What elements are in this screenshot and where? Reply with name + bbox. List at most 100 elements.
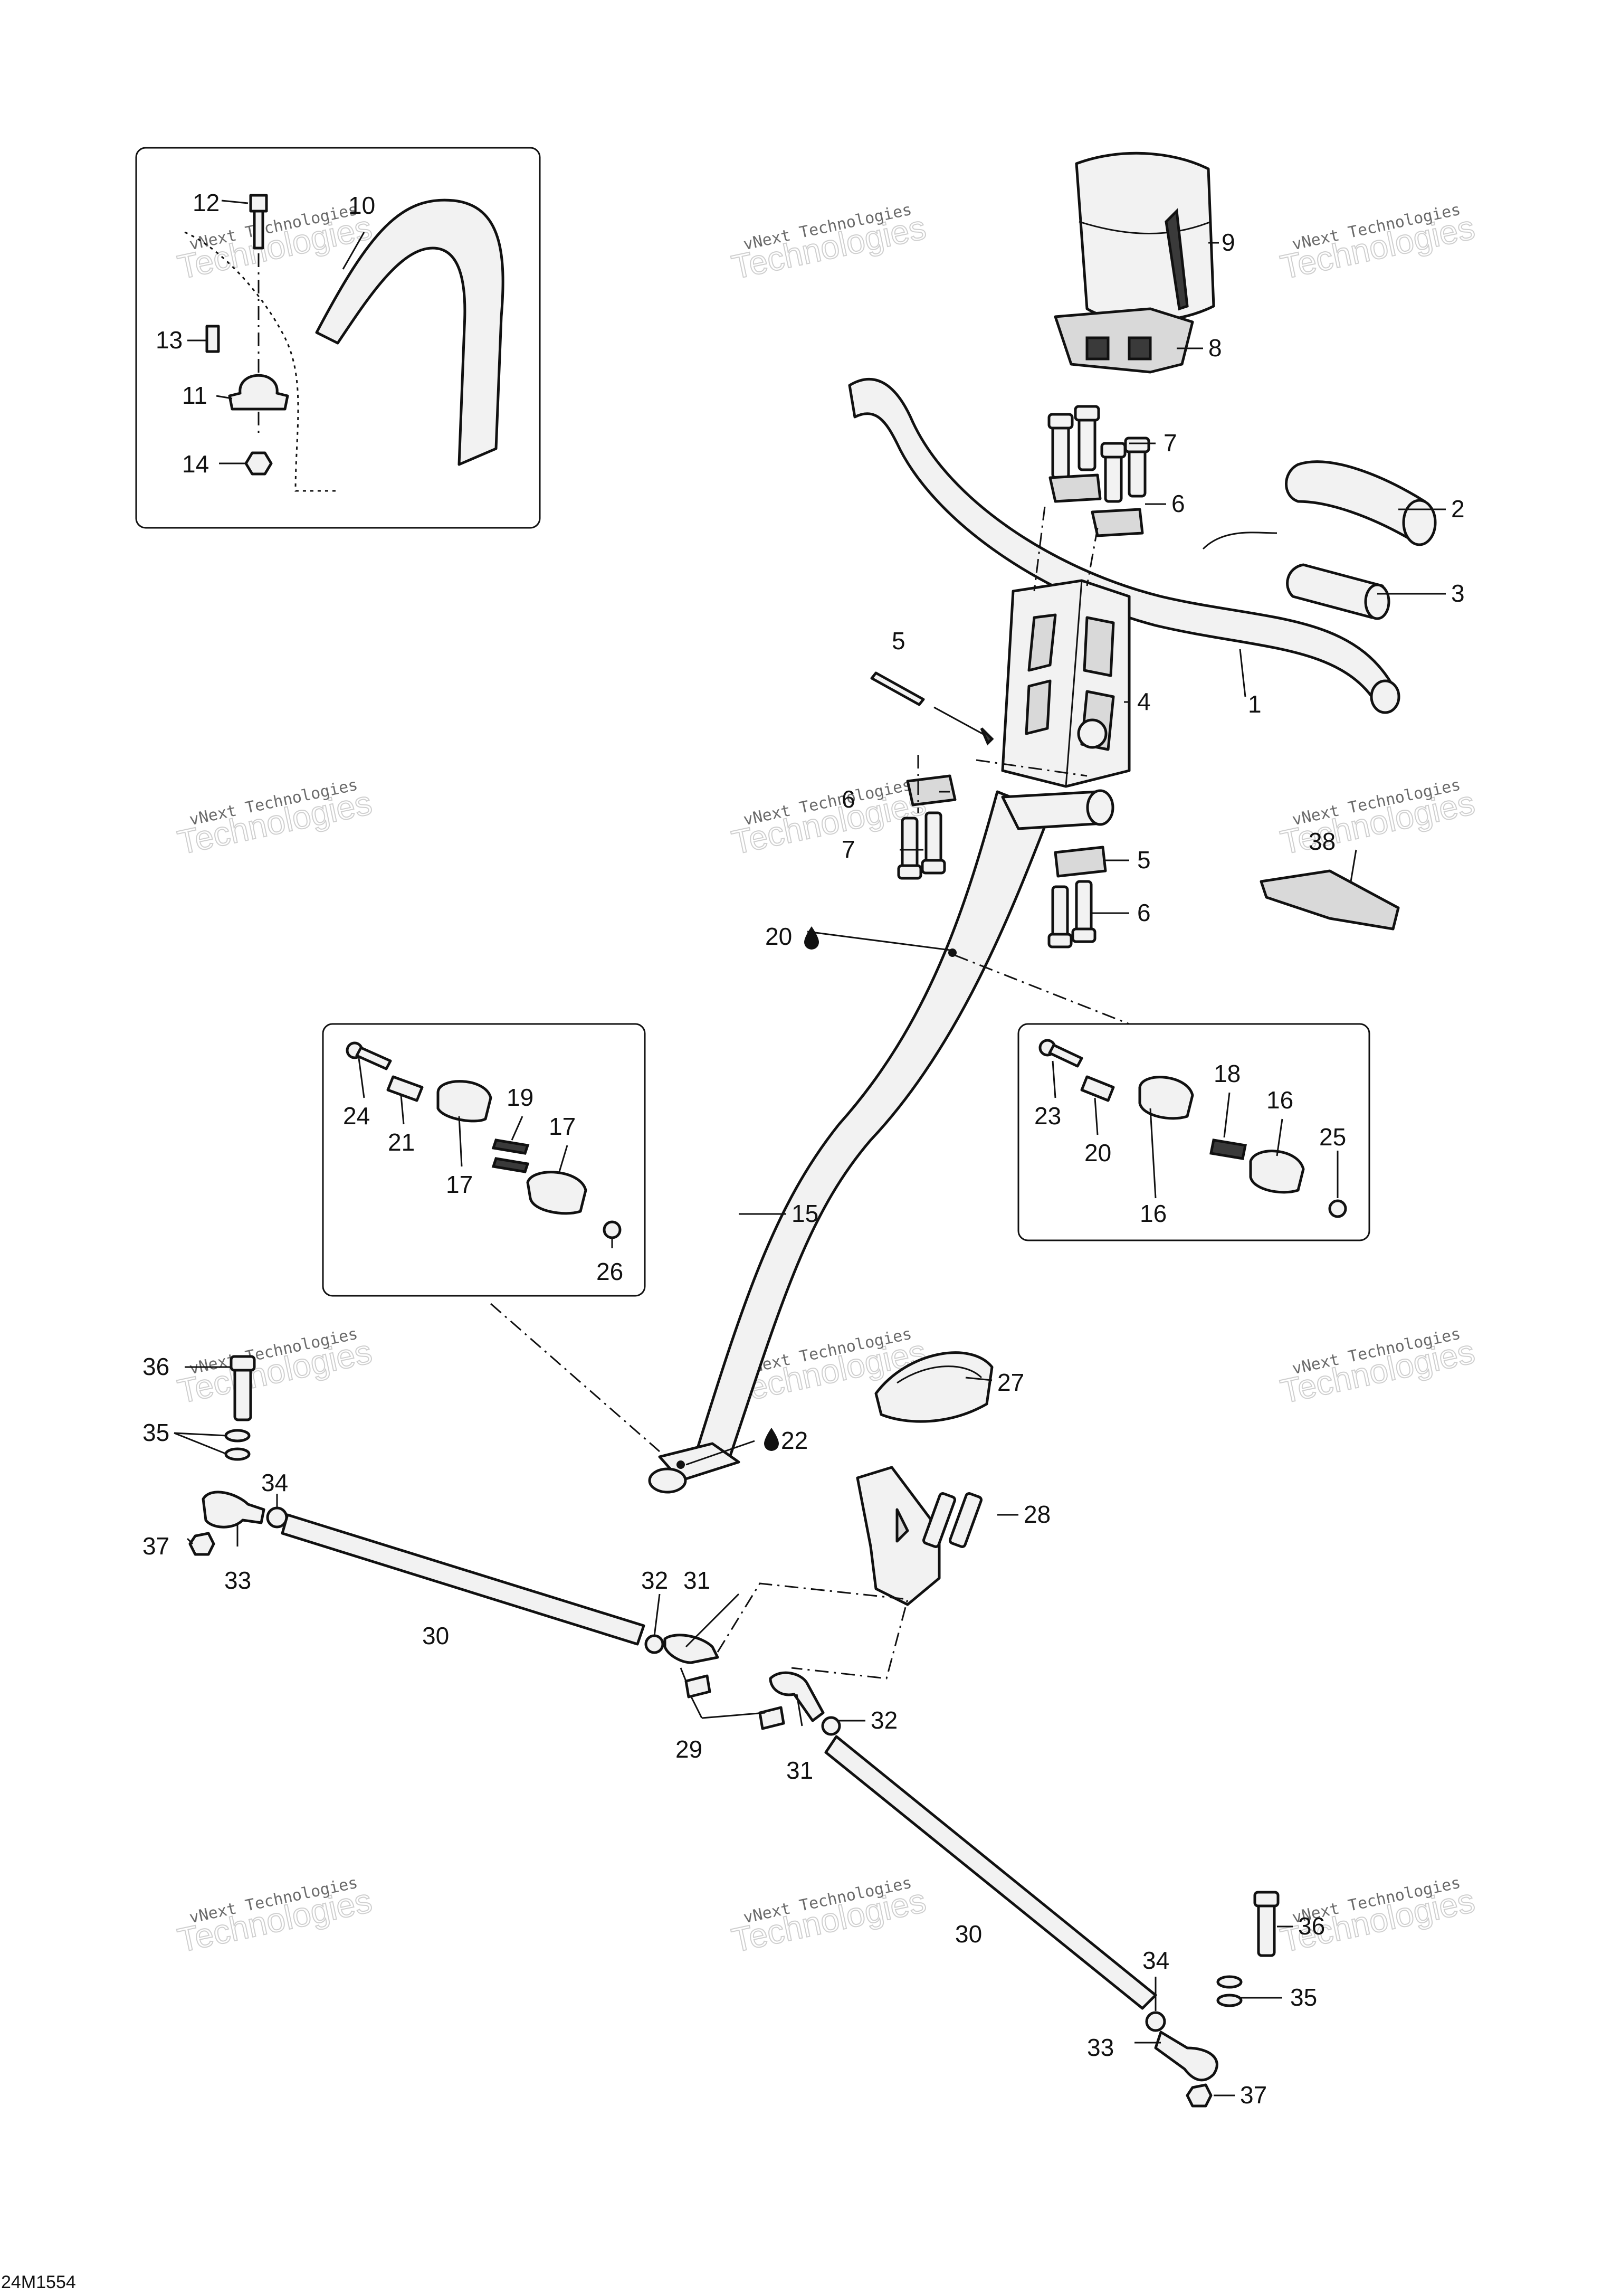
oil-drop-icon <box>764 1428 779 1451</box>
callout-6: 6 <box>1171 490 1185 517</box>
axis-line <box>717 1582 909 1680</box>
callout-35: 35 <box>142 1419 169 1446</box>
callout-29: 29 <box>675 1735 702 1763</box>
leader-lines <box>174 200 1446 2096</box>
callout-13: 13 <box>156 326 183 354</box>
riser-bolts-top <box>1047 405 1150 503</box>
inset-right-bushings <box>955 954 1370 1241</box>
callout-30: 30 <box>955 1920 982 1948</box>
oil-drop-icon <box>804 926 819 950</box>
callout-26: 26 <box>596 1258 623 1285</box>
pin <box>205 325 220 353</box>
callout-17: 17 <box>446 1171 473 1198</box>
riser-clamps-top <box>1048 473 1144 537</box>
callout-20: 20 <box>765 923 792 950</box>
callout-14: 14 <box>182 450 209 478</box>
clamp <box>228 374 289 411</box>
callout-11: 11 <box>182 382 207 409</box>
inset-frame <box>1017 1023 1370 1241</box>
steering-column <box>648 789 1114 1494</box>
spacer <box>758 1706 785 1730</box>
callout-36: 36 <box>142 1353 169 1380</box>
callout-37: 37 <box>142 1532 169 1560</box>
callout-34: 34 <box>261 1469 288 1496</box>
callout-33: 33 <box>224 1567 251 1594</box>
bolt <box>249 194 268 250</box>
callout-15: 15 <box>792 1200 818 1227</box>
arrow-head <box>980 727 994 746</box>
riser-clamps-lower <box>897 774 1107 948</box>
callout-7: 7 <box>1164 429 1177 457</box>
axis-line <box>976 759 1088 777</box>
callout-21: 21 <box>388 1128 415 1156</box>
nut <box>244 451 273 476</box>
callout-12: 12 <box>193 189 220 216</box>
callout-31: 31 <box>683 1567 710 1594</box>
callout-18: 18 <box>1214 1060 1241 1087</box>
callout-5: 5 <box>1137 846 1151 874</box>
callout-28: 28 <box>1024 1501 1051 1528</box>
callout-16: 16 <box>1266 1086 1293 1114</box>
callout-20: 20 <box>1084 1139 1111 1166</box>
grip-tube <box>1286 563 1390 620</box>
callout-25: 25 <box>1319 1123 1346 1151</box>
axis-line <box>955 954 1130 1025</box>
callout-33: 33 <box>1087 2034 1114 2061</box>
grip <box>1285 460 1437 546</box>
callout-37: 37 <box>1240 2081 1267 2109</box>
column-boot <box>874 1351 994 1423</box>
inset-frame <box>322 1023 646 1297</box>
pitman-bracket <box>856 1466 983 1606</box>
callout-27: 27 <box>997 1369 1024 1396</box>
callout-38: 38 <box>1309 828 1336 855</box>
handlebar <box>848 378 1400 714</box>
callout-31: 31 <box>786 1757 813 1784</box>
plate <box>1260 869 1400 931</box>
callout-9: 9 <box>1222 229 1235 256</box>
callout-6: 6 <box>1137 899 1151 926</box>
callout-32: 32 <box>641 1567 668 1594</box>
callout-24: 24 <box>343 1102 370 1130</box>
callout-1: 1 <box>1248 690 1262 718</box>
callout-4: 4 <box>1137 688 1151 715</box>
callout-17: 17 <box>549 1113 576 1140</box>
tie-rod-right <box>769 1671 1280 2108</box>
callout-32: 32 <box>871 1706 898 1734</box>
diagram-code: 24M1554 <box>1 2272 76 2292</box>
tie-rod-left <box>188 1355 719 1664</box>
callout-5: 5 <box>892 627 905 654</box>
inset-left-bushings <box>322 1023 660 1453</box>
callout-labels: 1 2 3 4 5 5 6 6 6 7 7 8 9 10 11 12 13 14… <box>142 189 1465 2109</box>
callout-7: 7 <box>842 836 855 863</box>
cotter-pin <box>870 671 925 706</box>
callout-34: 34 <box>1142 1947 1169 1974</box>
spacer <box>684 1674 711 1699</box>
console-cover <box>1075 151 1215 323</box>
callout-23: 23 <box>1034 1102 1061 1130</box>
callout-35: 35 <box>1290 1984 1317 2011</box>
axis-line <box>1086 527 1099 586</box>
axis-line <box>490 1303 660 1453</box>
handlebar-pad <box>315 198 504 466</box>
callout-30: 30 <box>422 1622 449 1649</box>
callout-6: 6 <box>842 785 855 813</box>
bar-outline-dotted <box>184 231 338 492</box>
cable <box>1202 532 1277 550</box>
inset-handlebar-pad <box>135 147 541 529</box>
callout-36: 36 <box>1298 1912 1325 1940</box>
callout-16: 16 <box>1140 1200 1167 1227</box>
console-bracket <box>1054 307 1194 374</box>
callout-19: 19 <box>507 1084 533 1111</box>
callout-22: 22 <box>781 1427 808 1454</box>
callout-2: 2 <box>1451 495 1465 523</box>
